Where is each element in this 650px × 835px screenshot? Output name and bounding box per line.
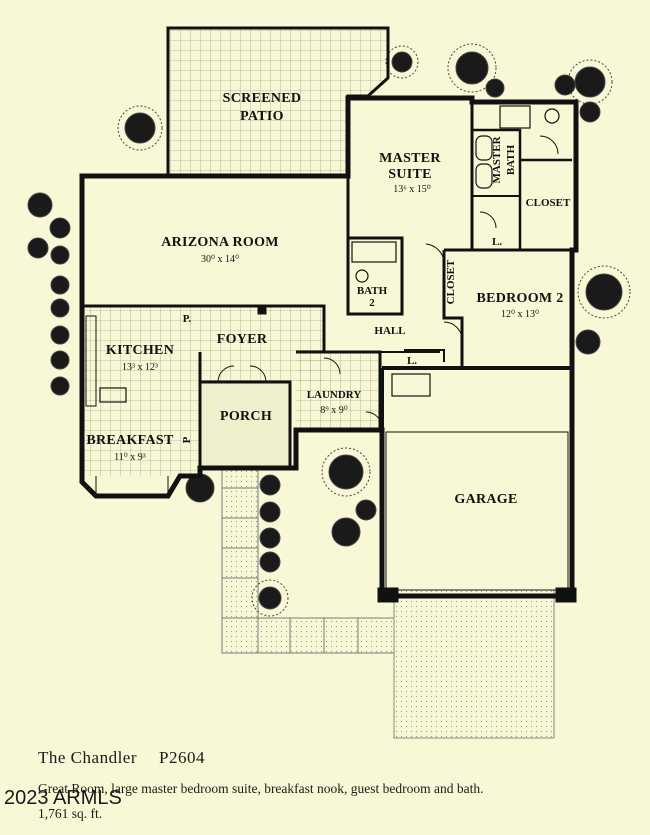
- landscape-shrubs: [27, 43, 631, 617]
- bedroom2-dim: 12⁰ x 13⁰: [501, 309, 539, 320]
- laundry-label: LAUNDRY: [307, 389, 362, 401]
- master-suite-label-1: MASTER: [379, 151, 441, 166]
- pantry-label-1: P.: [183, 313, 192, 325]
- bedroom2-label: BEDROOM 2: [476, 291, 563, 306]
- porch-label: PORCH: [220, 409, 272, 424]
- pantry-label-2: P: [181, 436, 193, 443]
- hall-closet-label: CLOSET: [445, 259, 457, 304]
- foyer-label: FOYER: [217, 332, 268, 347]
- walkway: [221, 467, 395, 654]
- breakfast-dim: 11⁰ x 9³: [114, 452, 146, 463]
- laundry-dim: 8⁹ x 9⁰: [320, 405, 348, 416]
- plan-code: P2604: [159, 748, 205, 767]
- driveway: [393, 589, 555, 739]
- listing-watermark: 2023 ARMLS: [4, 787, 122, 809]
- linen-label-2: L.: [407, 355, 417, 367]
- kitchen-dim: 13³ x 12³: [122, 362, 158, 373]
- plan-area: 1,761 sq. ft.: [38, 806, 103, 821]
- plan-description: Great Room, large master bedroom suite, …: [38, 781, 484, 796]
- bath2-label-1: BATH: [357, 285, 388, 297]
- plan-title: The Chandler P2604: [38, 748, 205, 768]
- linen-label-1: L.: [492, 236, 502, 248]
- master-closet-label: CLOSET: [526, 197, 571, 209]
- breakfast-label: BREAKFAST: [86, 433, 174, 448]
- patio-label-2: PATIO: [240, 109, 284, 124]
- room-labels: SCREENED PATIO ARIZONA ROOM 30⁰ x 14⁰ MA…: [86, 91, 571, 507]
- floor-plan: SCREENED PATIO ARIZONA ROOM 30⁰ x 14⁰ MA…: [27, 26, 631, 739]
- garage-label: GARAGE: [454, 492, 517, 507]
- master-bath-label-1: MASTER: [491, 135, 503, 183]
- hall-label: HALL: [374, 325, 405, 337]
- building: [79, 95, 579, 603]
- plan-name: The Chandler: [38, 748, 137, 767]
- kitchen-label: KITCHEN: [106, 343, 174, 358]
- master-suite-label-2: SUITE: [388, 167, 432, 182]
- patio-label-1: SCREENED: [223, 91, 302, 106]
- master-bath-label-2: BATH: [505, 144, 517, 175]
- arizona-room-label: ARIZONA ROOM: [161, 235, 279, 250]
- arizona-room-dim: 30⁰ x 14⁰: [201, 254, 239, 265]
- bath2-label-2: 2: [369, 297, 375, 309]
- master-suite-dim: 13⁶ x 15⁰: [393, 184, 431, 195]
